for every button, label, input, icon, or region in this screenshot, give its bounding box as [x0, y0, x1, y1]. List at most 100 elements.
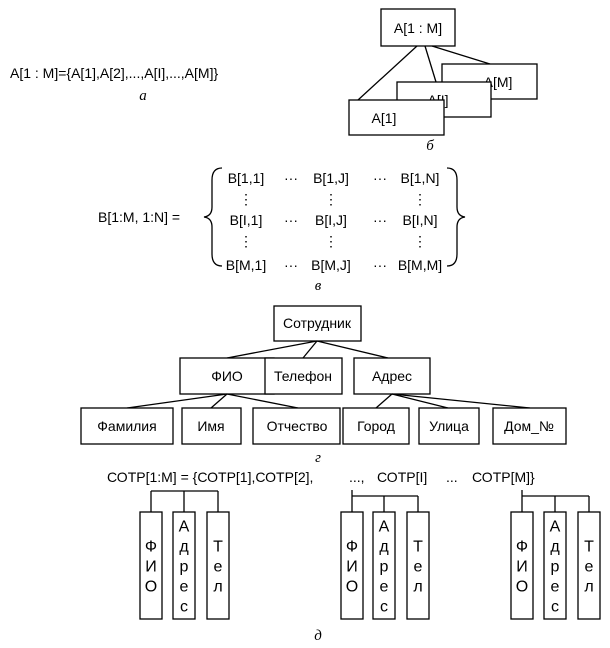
link-address-house	[391, 393, 531, 409]
field-fio-letter: И	[346, 559, 358, 576]
field-address-letter: с	[551, 599, 559, 616]
field-address-letter: р	[180, 559, 189, 576]
field-phone-letter: л	[584, 579, 593, 596]
field-address-letter: с	[180, 599, 188, 616]
field-address-letter: р	[380, 559, 389, 576]
node-city-box	[342, 407, 410, 445]
field-address-box	[543, 511, 567, 620]
node-employee-label: Сотрудник	[283, 315, 352, 331]
field-fio-letter: О	[516, 579, 528, 596]
link-address-city	[375, 393, 393, 409]
matrix-cell-r2-c3: ⋮	[324, 191, 338, 207]
field-address-letter: е	[180, 579, 189, 596]
matrix-cell-r5-c1: B[M,1]	[226, 257, 266, 273]
field-fio-box	[139, 511, 163, 620]
link-root-am	[431, 45, 491, 65]
field-address-letter: е	[551, 579, 560, 596]
array-a-structure: A[1 : M] A[M] A[I] A[1]	[348, 8, 538, 136]
matrix-cell-r2-c5: ⋮	[413, 191, 427, 207]
caption-d: д	[314, 628, 322, 644]
matrix-cell-r1-c1: B[1,1]	[228, 170, 265, 186]
array-root-label: A[1 : M]	[394, 20, 442, 36]
node-phone-label: Телефон	[274, 368, 332, 384]
field-address-letter: А	[179, 519, 190, 536]
field-phone-letter: Т	[413, 539, 423, 556]
field-fio-letter: Ф	[346, 539, 358, 556]
field-address-box	[172, 511, 196, 620]
element-a1-box	[348, 99, 445, 136]
link-employee-phone	[302, 340, 318, 359]
node-surname-label: Фамилия	[97, 418, 156, 434]
node-address-label: Адрес	[372, 368, 412, 384]
link-employee-address	[316, 340, 389, 359]
field-phone-letter: Т	[213, 539, 223, 556]
matrix-cell-r5-c2: ···	[284, 257, 298, 273]
field-address-letter: р	[551, 559, 560, 576]
matrix-cell-r5-c5: B[M,M]	[398, 257, 442, 273]
field-phone-box	[577, 511, 601, 620]
node-surname-box	[80, 407, 174, 445]
field-fio-letter: Ф	[145, 539, 157, 556]
node-street-box	[418, 407, 480, 445]
matrix-cell-r1-c3: B[1,J]	[313, 170, 349, 186]
employees-array-ellipsis-1: ...,	[349, 469, 365, 485]
field-phone-letter: е	[214, 559, 223, 576]
array-root-box	[380, 8, 456, 47]
matrix-cell-r3-c3: B[I,J]	[315, 212, 347, 228]
field-address-letter: д	[379, 539, 389, 556]
matrix-left-brace	[203, 167, 223, 267]
matrix-cell-r1-c4: ···	[373, 170, 387, 186]
caption-g: г	[315, 450, 321, 466]
element-a1-label: A[1]	[372, 110, 397, 126]
node-street-label: Улица	[429, 418, 469, 434]
field-address-box	[372, 511, 396, 620]
link-employee-fio	[226, 340, 318, 359]
caption-b: б	[426, 138, 434, 154]
matrix-cell-r3-c1: B[I,1]	[230, 212, 263, 228]
field-fio-letter: И	[145, 559, 157, 576]
node-phone-box	[264, 357, 343, 395]
node-patronymic-label: Отчество	[267, 418, 328, 434]
node-city-label: Город	[357, 418, 395, 434]
node-house-box	[492, 407, 567, 445]
matrix-cell-r5-c3: B[M,J]	[311, 257, 351, 273]
employees-array-element-m: СОТР[M]}	[472, 469, 535, 485]
matrix-cell-r3-c4: ···	[373, 212, 387, 228]
field-phone-letter: е	[585, 559, 594, 576]
field-phone-letter: е	[414, 559, 423, 576]
node-name-box	[181, 407, 242, 445]
field-fio-letter: И	[516, 559, 528, 576]
link-root-ai	[424, 45, 437, 83]
link-fio-patronymic	[226, 393, 299, 409]
field-address-letter: д	[550, 539, 560, 556]
node-name-label: Имя	[197, 418, 224, 434]
field-phone-letter: л	[413, 579, 422, 596]
matrix-b-cells: B[1,1]···B[1,J]···B[1,N]⋮⋮⋮B[I,1]···B[I,…	[226, 170, 442, 273]
node-address-box	[353, 357, 431, 395]
link-fio-surname	[126, 393, 228, 409]
employees-array-definition: СОТР[1:M] = {СОТР[1],СОТР[2],	[107, 469, 313, 485]
matrix-cell-r5-c4: ···	[373, 257, 387, 273]
node-fio-label: ФИО	[211, 368, 243, 384]
field-phone-box	[406, 511, 430, 620]
matrix-cell-r4-c1: ⋮	[239, 233, 253, 249]
field-phone-letter: л	[213, 579, 222, 596]
caption-v: в	[315, 278, 322, 294]
employee-record-tree: Сотрудник ФИО Телефон Адрес Фамилия Имя …	[80, 305, 567, 445]
caption-a: а	[139, 88, 147, 104]
field-fio-letter: Ф	[516, 539, 528, 556]
matrix-cell-r2-c1: ⋮	[239, 191, 253, 207]
node-house-label: Дом_№	[504, 418, 554, 434]
field-address-letter: А	[550, 519, 561, 536]
matrix-b-lhs: B[1:M, 1:N] =	[98, 209, 180, 225]
field-fio-box	[510, 511, 534, 620]
employees-array-element-i: СОТР[I]	[377, 469, 427, 485]
field-address-letter: с	[380, 599, 388, 616]
field-address-letter: д	[179, 539, 189, 556]
